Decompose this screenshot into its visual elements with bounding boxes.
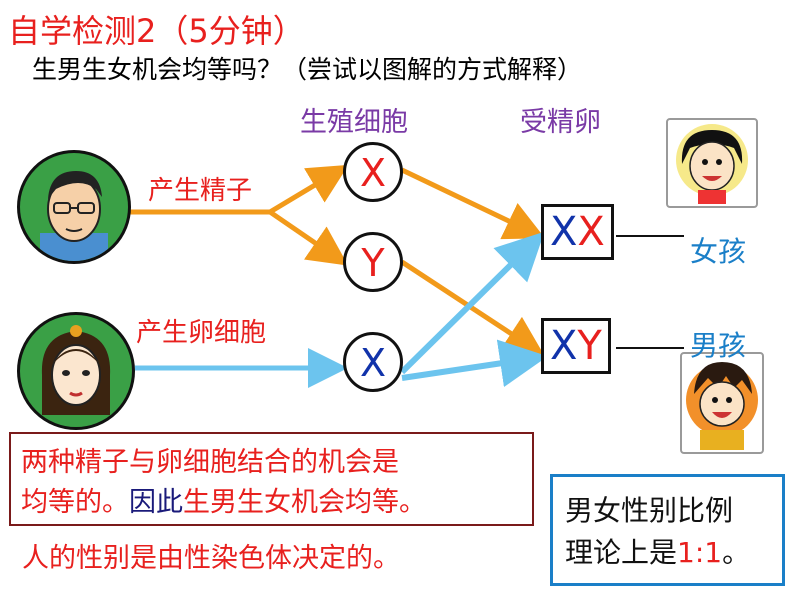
ratio-line-1: 男女性别比例 <box>565 494 734 527</box>
girl-label: 女孩 <box>690 235 747 268</box>
mother-avatar <box>17 312 135 430</box>
father-avatar <box>17 150 131 264</box>
ratio-line-2a: 理论上是 <box>565 536 678 569</box>
boy-image <box>680 352 764 454</box>
sex-determination-note: 人的性别是由性染色体决定的。 <box>22 543 400 574</box>
ratio-line-2c: 。 <box>722 536 751 569</box>
conclusion-line-1: 两种精子与卵细胞结合的机会是 <box>21 447 399 478</box>
arrow-egg-to-xx <box>399 231 545 375</box>
arrow-to-sperm-x <box>268 164 349 215</box>
conclusion-line-2a: 均等的。 <box>21 487 129 518</box>
zygote-xy: XY <box>541 318 611 374</box>
boy-label: 男孩 <box>690 329 747 362</box>
zygote-xy-chromosome-1: X <box>550 323 578 369</box>
zygote-header: 受精卵 <box>520 107 601 138</box>
boy-face-icon <box>686 362 758 450</box>
conclusion-line-2: 均等的。因此生男生女机会均等。 <box>21 480 426 519</box>
gamete-header: 生殖细胞 <box>300 107 408 138</box>
ratio-box: 男女性别比例 理论上是1:1。 <box>550 474 785 586</box>
question-text: 生男生女机会均等吗？（尝试以图解的方式解释） <box>32 55 583 84</box>
girl-image <box>666 118 758 208</box>
zygote-xx-chromosome-1: X <box>550 209 578 255</box>
mother-face-icon <box>41 325 111 415</box>
zygote-xy-chromosome-2: Y <box>577 323 602 369</box>
zygote-xx-chromosome-2: X <box>577 209 605 255</box>
egg-label: 产生卵细胞 <box>136 318 267 348</box>
page-title: 自学检测2（5分钟） <box>8 12 305 50</box>
conclusion-box: 两种精子与卵细胞结合的机会是 均等的。因此生男生女机会均等。 <box>9 432 534 526</box>
arrow-to-sperm-y <box>268 209 349 266</box>
conclusion-line-2b: 因此 <box>129 487 183 518</box>
arrow-x-to-xx <box>400 167 546 240</box>
zygote-xx: XX <box>541 204 614 260</box>
ratio-line-2: 理论上是1:1。 <box>565 531 750 571</box>
father-face-icon <box>40 171 108 261</box>
conclusion-line-2c: 生男生女机会均等。 <box>183 487 426 518</box>
egg-x-gamete: X <box>343 332 403 392</box>
sperm-y-gamete: Y <box>343 232 403 292</box>
arrow-egg-to-xy <box>401 339 548 388</box>
ratio-value: 1:1 <box>677 536 723 569</box>
sperm-x-gamete: X <box>343 142 403 202</box>
girl-face-icon <box>676 124 748 204</box>
sperm-label: 产生精子 <box>148 176 253 206</box>
